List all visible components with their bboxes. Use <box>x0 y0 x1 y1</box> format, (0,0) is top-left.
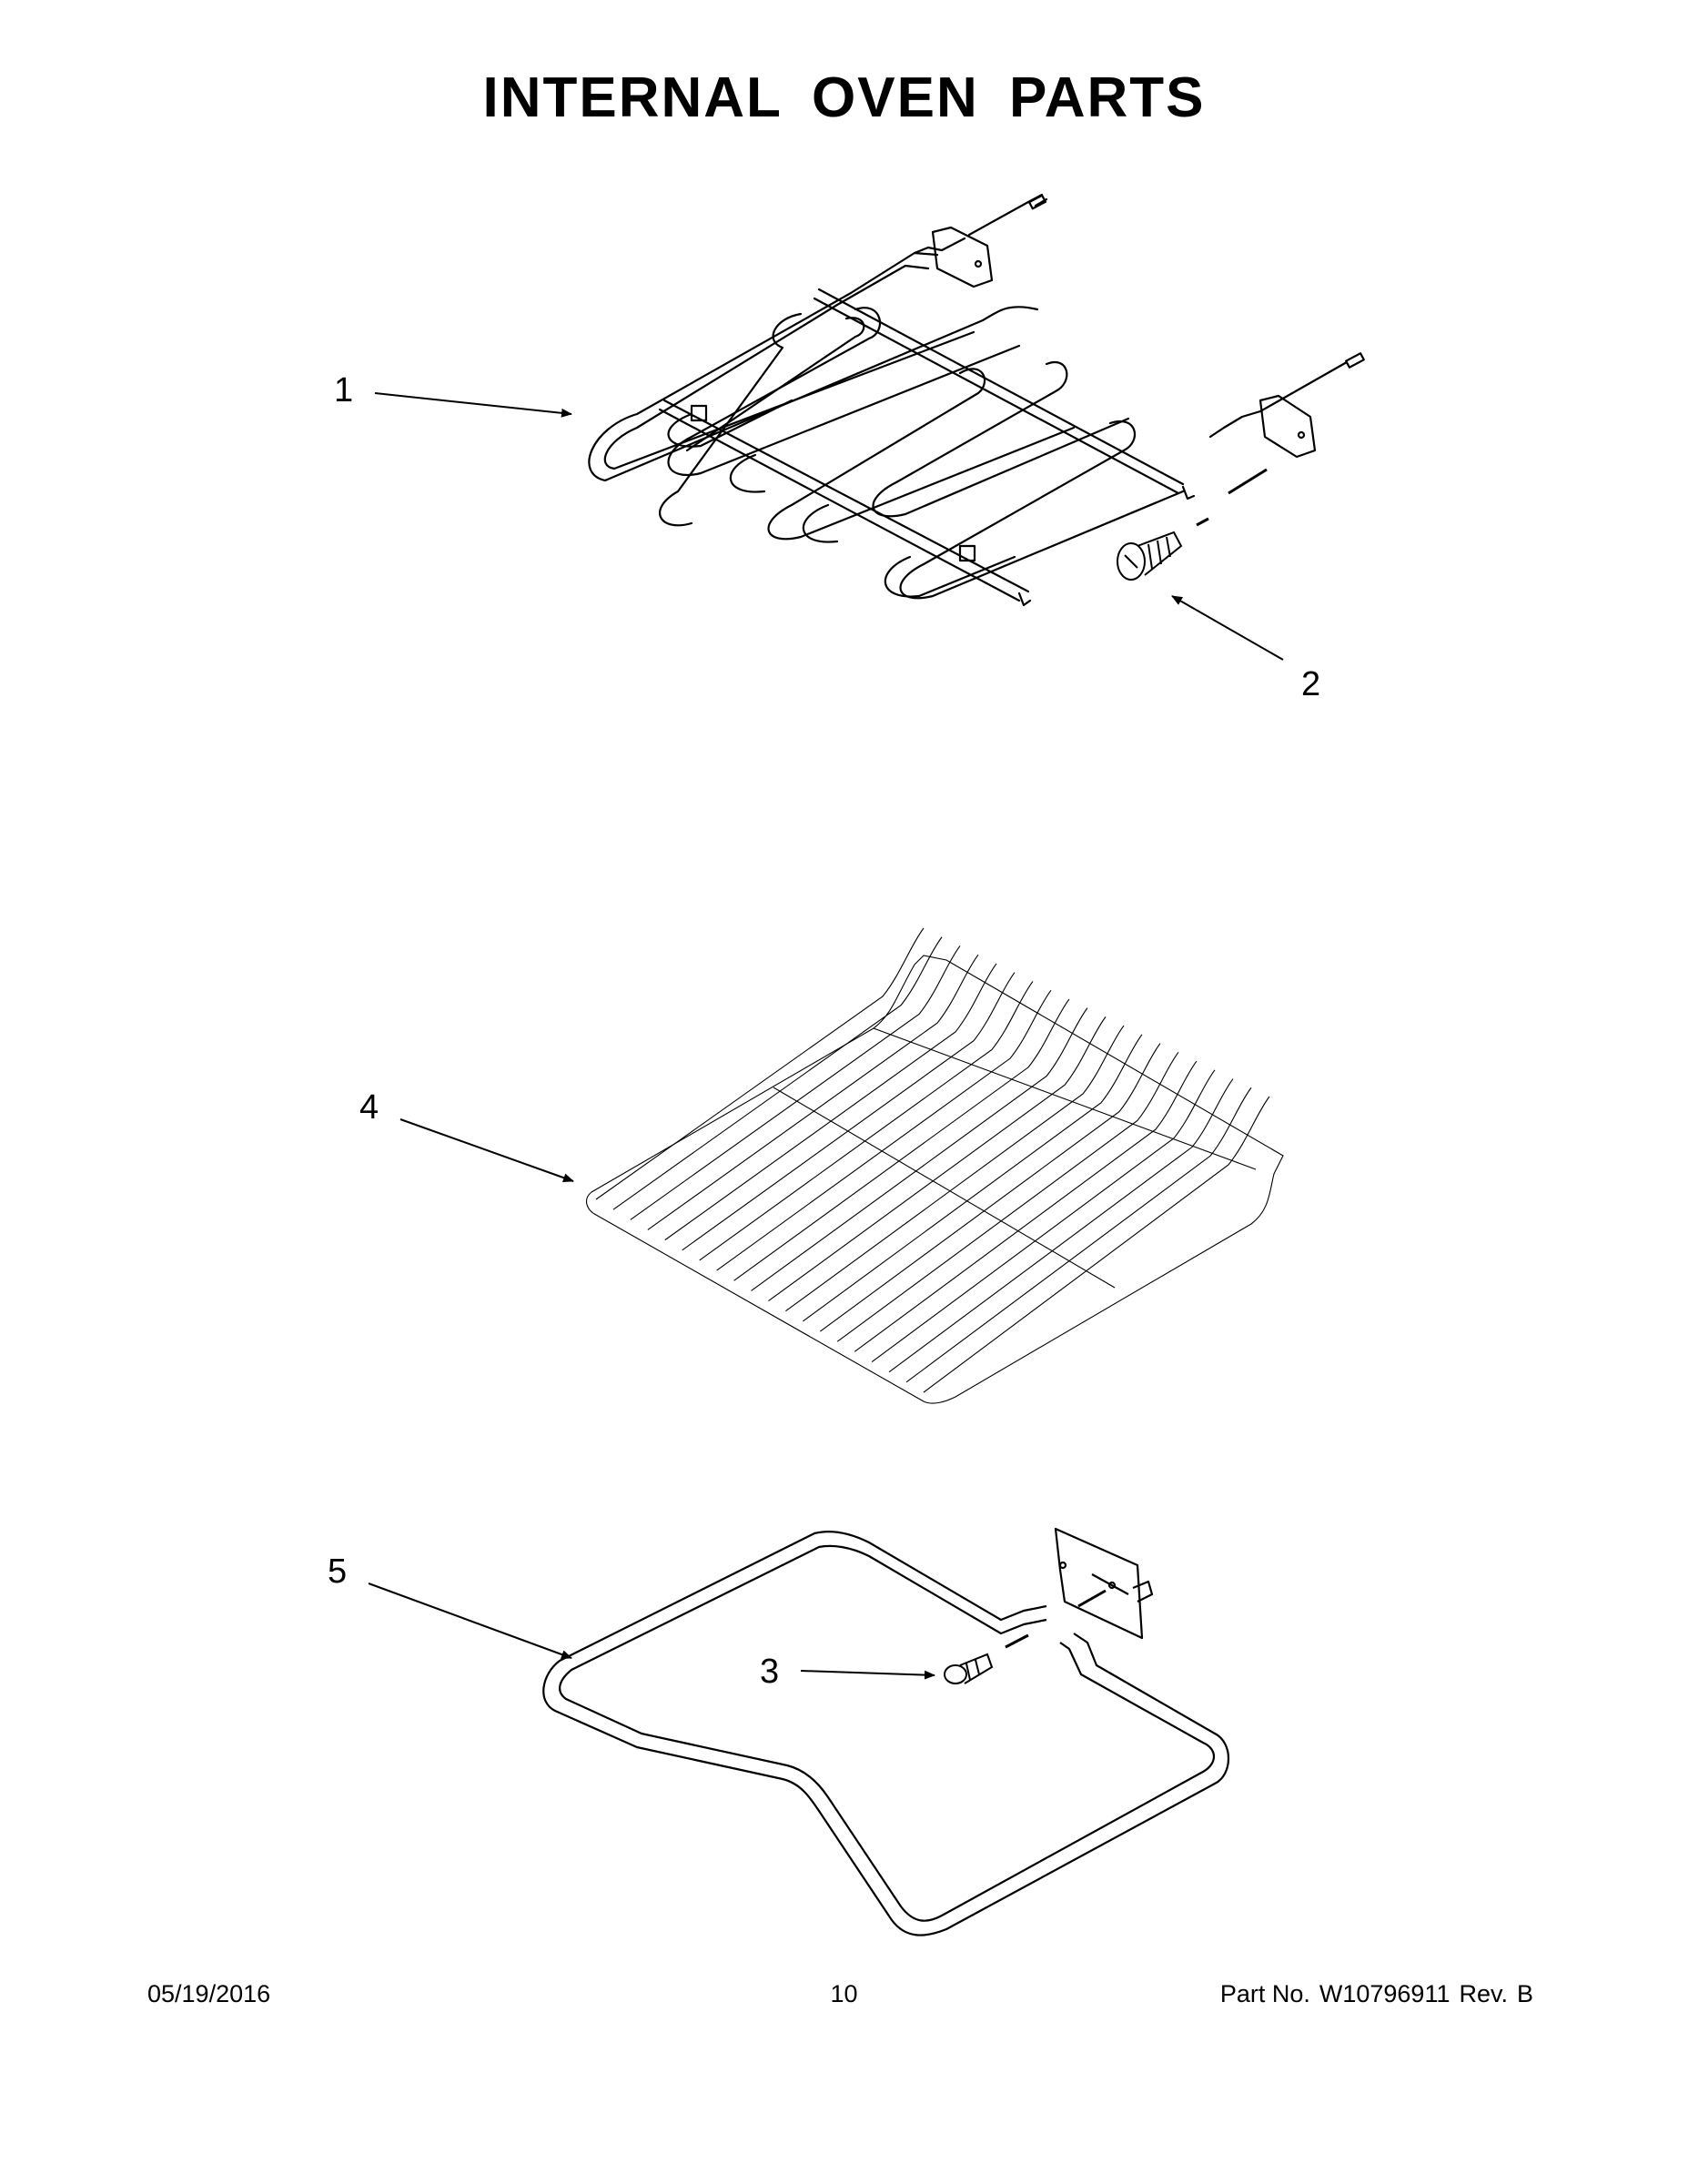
rack-wire <box>699 981 1034 1261</box>
rack-wire <box>630 945 961 1220</box>
callout-1: 1 <box>334 371 354 410</box>
rack-wire <box>905 1087 1252 1383</box>
rack-wire <box>888 1078 1234 1373</box>
rack-wire <box>682 972 1016 1251</box>
part-label: Part No. <box>1219 1980 1310 2007</box>
callout-4: 4 <box>359 1088 379 1127</box>
footer-page-number: 10 <box>830 1980 858 2007</box>
leader-3 <box>800 1670 935 1680</box>
part-number: W10796911 <box>1319 1980 1450 2007</box>
rack-wire <box>923 1096 1270 1393</box>
rack-wire <box>803 1034 1143 1322</box>
rack-wire <box>768 1016 1107 1302</box>
dash-lines-part-3 <box>1005 1589 1107 1649</box>
footer-part-number: Part No. W10796911 Rev. B <box>1211 1980 1533 2007</box>
oven-rack <box>586 927 1284 1404</box>
rack-wire <box>612 936 943 1210</box>
broil-element <box>588 193 1365 607</box>
rack-wire <box>595 927 925 1200</box>
screw-part-2 <box>1117 531 1183 581</box>
leader-1 <box>374 392 572 418</box>
screw-part-3 <box>944 1653 994 1684</box>
callout-5: 5 <box>328 1552 348 1591</box>
leader-4 <box>399 1118 574 1183</box>
rack-wire <box>785 1025 1125 1312</box>
rack-wire <box>664 963 997 1241</box>
rack-wire <box>819 1043 1161 1332</box>
callout-3: 3 <box>760 1653 780 1691</box>
rack-wire <box>854 1060 1198 1352</box>
page-title: INTERNAL OVEN PARTS <box>482 66 1206 129</box>
leader-2 <box>1171 595 1284 661</box>
rack-wire <box>733 998 1070 1281</box>
rack-wire <box>836 1051 1179 1342</box>
rev-value: B <box>1516 1980 1533 2007</box>
rev-label: Rev. <box>1459 1980 1508 2007</box>
rack-wire <box>871 1069 1216 1362</box>
bake-element <box>542 1527 1229 1936</box>
dash-lines-part-2 <box>1196 468 1268 527</box>
leader-5 <box>368 1582 572 1659</box>
rack-wire <box>751 1007 1088 1291</box>
rack-wire <box>716 989 1052 1271</box>
callout-2: 2 <box>1301 665 1321 703</box>
leader-arrows <box>368 392 1284 1680</box>
rack-wire <box>647 954 979 1230</box>
footer-date: 05/19/2016 <box>147 1980 271 2007</box>
